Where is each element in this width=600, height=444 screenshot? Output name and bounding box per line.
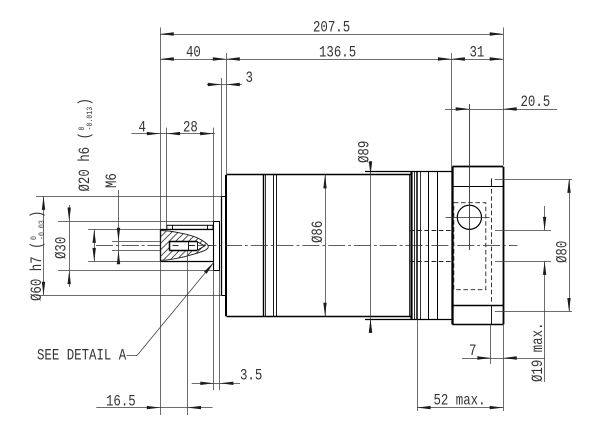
svg-text:): ) [77,98,95,105]
svg-text:Ø89: Ø89 [356,141,374,163]
svg-text:Ø60 h7 (: Ø60 h7 ( [29,241,47,301]
svg-text:207.5: 207.5 [313,19,350,37]
svg-text:Ø80: Ø80 [554,241,572,263]
svg-text:7: 7 [469,343,476,361]
svg-text:0: 0 [78,126,87,130]
svg-text:28: 28 [183,119,198,137]
svg-text:4: 4 [139,119,146,137]
svg-text:SEE DETAIL A: SEE DETAIL A [37,347,127,365]
svg-text:16.5: 16.5 [106,393,136,411]
svg-text:Ø20 h6 (: Ø20 h6 ( [77,132,95,192]
svg-text:3: 3 [246,70,253,88]
svg-text:52 max.: 52 max. [434,392,486,410]
svg-text:20.5: 20.5 [521,94,551,112]
svg-text:Ø86: Ø86 [310,221,328,243]
svg-text:40: 40 [186,44,201,62]
svg-text:-0.013: -0.013 [86,106,95,130]
svg-text:3.5: 3.5 [240,367,262,385]
svg-text:Ø30: Ø30 [53,237,71,259]
svg-text:31: 31 [470,44,485,62]
svg-text:0: 0 [30,236,39,240]
svg-text:): ) [29,211,47,218]
svg-text:136.5: 136.5 [319,44,356,62]
svg-text:M6: M6 [104,173,122,188]
svg-text:Ø19 max.: Ø19 max. [530,322,548,382]
svg-text:-0.03: -0.03 [38,220,47,240]
